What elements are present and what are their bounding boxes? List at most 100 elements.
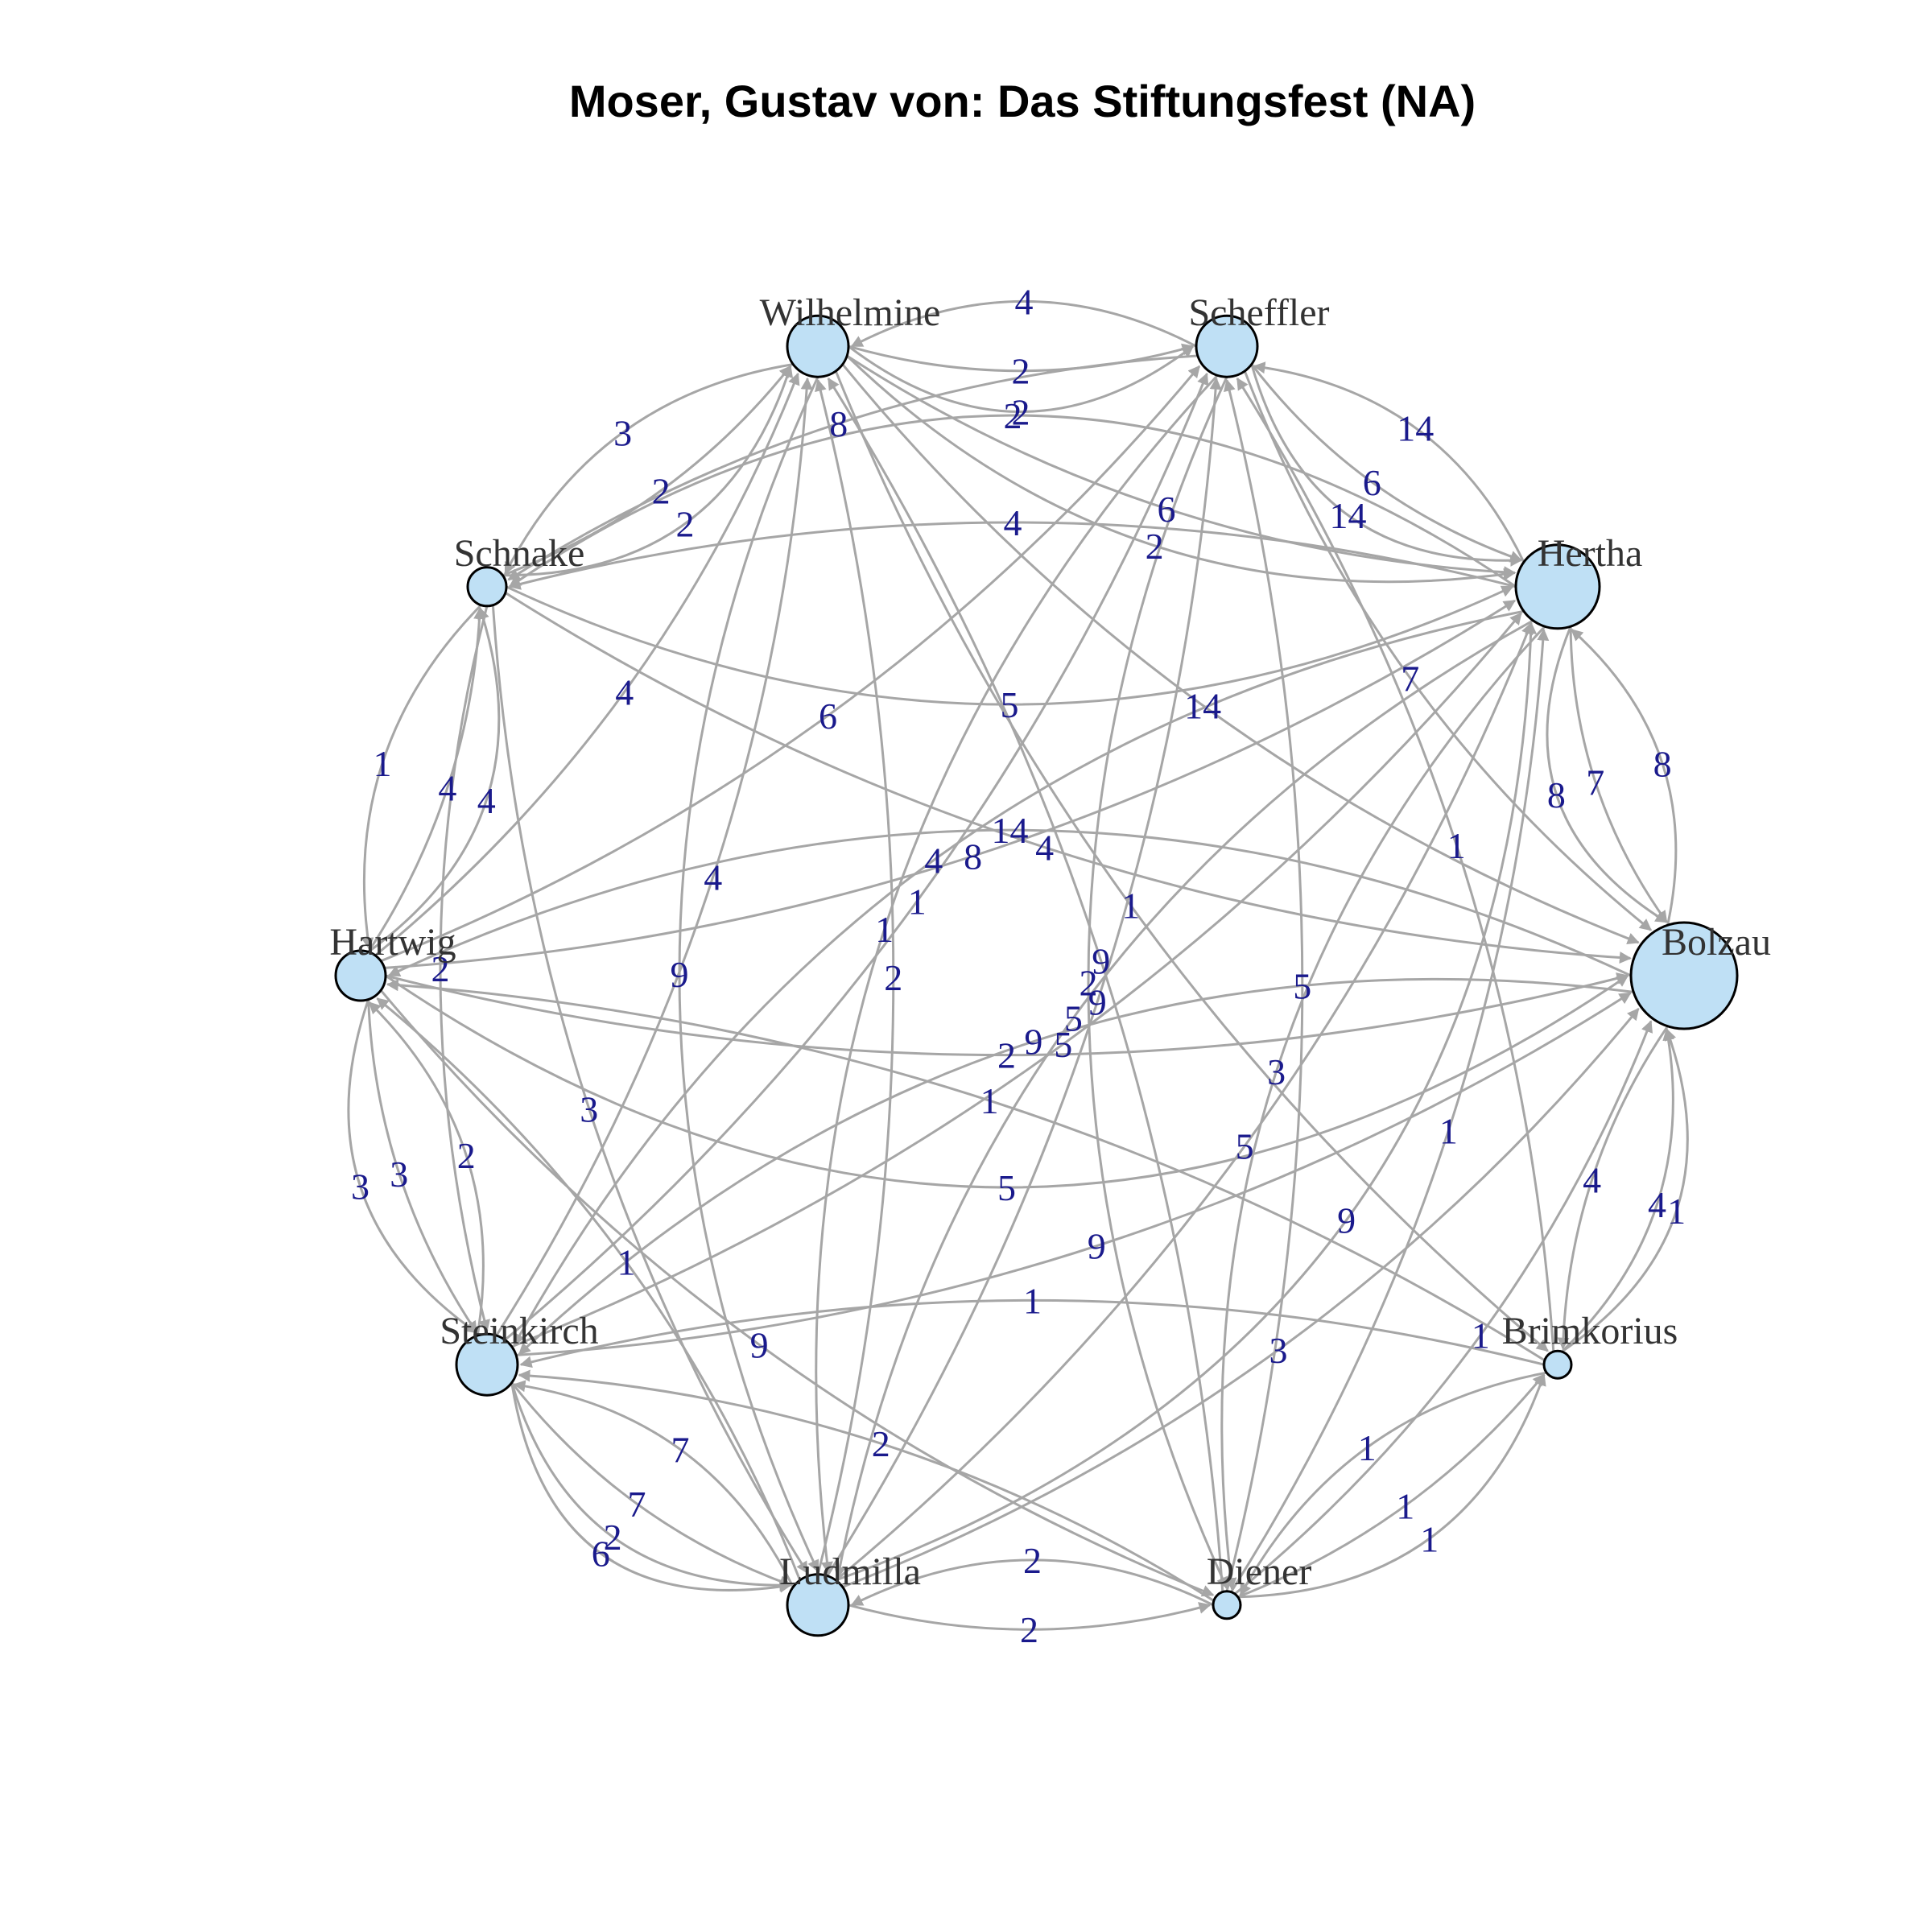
edge-weight-label: 2 xyxy=(676,504,695,545)
edge-weight-label: 5 xyxy=(1054,1024,1072,1065)
node-diener xyxy=(1212,1590,1242,1620)
edge-weight-label: 2 xyxy=(1080,963,1098,1004)
edge-weight-label: 9 xyxy=(1088,981,1107,1022)
edge-wilhelmine-to-ludmilla xyxy=(678,376,819,1573)
edge-weight-label: 2 xyxy=(1020,1609,1038,1650)
edge-weight-label: 3 xyxy=(351,1166,369,1208)
edge-weight-label: 4 xyxy=(1648,1184,1666,1225)
edge-weight-label: 9 xyxy=(750,1324,769,1365)
node-label-schnake: Schnake xyxy=(454,532,585,575)
edge-hartwig-to-schnake xyxy=(367,607,486,953)
node-label-ludmilla: Ludmilla xyxy=(779,1550,921,1593)
edge-scheffler-to-schnake xyxy=(507,354,1198,581)
edge-weight-label: 7 xyxy=(628,1484,646,1525)
edge-steinkirch-to-hertha xyxy=(511,612,1522,1348)
edge-hertha-to-bolzau xyxy=(1546,625,1668,923)
edge-hartwig-to-wilhelmine xyxy=(374,372,800,957)
edge-bolzau-to-hartwig xyxy=(387,828,1632,977)
edge-ludmilla-to-wilhelmine xyxy=(815,378,895,1575)
edge-scheffler-to-ludmilla xyxy=(815,374,1219,1575)
edge-scheffler-to-hertha xyxy=(1250,363,1523,563)
edge-weight-label: 2 xyxy=(1012,392,1030,433)
edge-weight-label: 14 xyxy=(1184,685,1221,726)
edge-weight-label: 8 xyxy=(829,403,848,444)
edge-weight-label: 3 xyxy=(580,1088,598,1129)
edge-hertha-to-schnake xyxy=(508,414,1517,588)
edge-weight-label: 9 xyxy=(1337,1200,1356,1241)
node-label-brimkorius: Brimkorius xyxy=(1502,1310,1678,1352)
edge-ludmilla-to-hartwig xyxy=(376,997,802,1581)
edge-hertha-to-bolzau xyxy=(1569,626,1668,923)
edge-hartwig-to-bolzau xyxy=(385,974,1629,1189)
edge-hartwig-to-bolzau xyxy=(385,972,1629,1057)
edge-brimkorius-to-hartwig xyxy=(386,979,1546,1362)
edge-wilhelmine-to-schnake xyxy=(504,363,794,575)
edge-weight-label: 14 xyxy=(1330,495,1367,536)
node-bolzau xyxy=(1629,921,1739,1030)
diagram-title: Moser, Gustav von: Das Stiftungsfest (NA… xyxy=(569,76,1476,126)
edge-weight-label: 2 xyxy=(604,1517,622,1558)
edge-ludmilla-to-hertha xyxy=(835,621,1538,1582)
edge-hartwig-to-steinkirch xyxy=(347,999,478,1334)
edge-weight-label: 4 xyxy=(1004,502,1022,543)
edge-weight-label: 2 xyxy=(431,948,450,989)
edge-weight-label: 5 xyxy=(1236,1126,1254,1167)
edge-wilhelmine-to-brimkorius xyxy=(834,370,1549,1352)
edge-weight-label: 3 xyxy=(613,412,632,453)
edge-weight-label: 1 xyxy=(875,909,894,950)
edge-weight-label: 1 xyxy=(374,743,392,784)
edge-ludmilla-to-steinkirch xyxy=(513,1380,795,1588)
edge-weight-label: 1 xyxy=(908,881,927,923)
node-label-hertha: Hertha xyxy=(1538,532,1643,575)
edge-weight-label: 5 xyxy=(1001,684,1019,725)
node-schnake xyxy=(466,566,508,608)
edge-weight-label: 2 xyxy=(457,1135,476,1176)
node-label-bolzau: Bolzau xyxy=(1662,921,1771,964)
edge-diener-to-scheffler xyxy=(1223,378,1304,1592)
edge-hartwig-to-diener xyxy=(379,989,1215,1597)
edge-hartwig-to-schnake xyxy=(367,607,501,953)
edge-steinkirch-to-ludmilla xyxy=(510,1382,792,1591)
edge-hertha-to-steinkirch xyxy=(513,609,1525,1346)
edge-weight-label: 6 xyxy=(1158,489,1176,530)
edge-weight-label: 4 xyxy=(477,780,496,821)
edge-weight-label: 1 xyxy=(980,1080,999,1121)
edge-weight-label: 2 xyxy=(884,957,902,998)
edge-weight-label: 1 xyxy=(1420,1518,1439,1559)
edge-weight-label: 5 xyxy=(1293,966,1311,1007)
edge-steinkirch-to-ludmilla xyxy=(510,1382,792,1593)
edge-brimkorius-to-bolzau xyxy=(1561,1028,1689,1353)
edge-weight-label: 2 xyxy=(872,1423,890,1464)
edge-wilhelmine-to-bolzau xyxy=(841,363,1640,944)
node-label-hartwig: Hartwig xyxy=(329,921,456,964)
edge-schnake-to-hartwig xyxy=(361,604,482,951)
edge-weight-label: 7 xyxy=(671,1429,690,1470)
edge-hertha-to-scheffler xyxy=(1253,361,1525,563)
edge-weight-label: 9 xyxy=(1024,1022,1042,1063)
edge-diener-to-steinkirch xyxy=(518,1369,1215,1602)
edge-steinkirch-to-scheffler xyxy=(504,372,1209,1341)
edge-hertha-to-ludmilla xyxy=(833,619,1534,1579)
edge-weight-label: 4 xyxy=(704,857,722,898)
edge-brimkorius-to-bolzau xyxy=(1561,1028,1675,1353)
node-wilhelmine xyxy=(786,314,850,378)
edge-weight-label: 9 xyxy=(671,954,689,995)
edge-steinkirch-to-wilhelmine xyxy=(495,377,813,1336)
edge-wilhelmine-to-hertha xyxy=(846,354,1517,579)
edge-weight-label: 2 xyxy=(652,471,671,512)
edge-weight-label: 3 xyxy=(390,1154,408,1195)
edge-weight-label: 4 xyxy=(438,767,456,808)
edge-schnake-to-ludmilla xyxy=(491,605,809,1575)
edge-weight-label: 9 xyxy=(1092,940,1110,981)
edge-weight-label: 1 xyxy=(1667,1191,1686,1232)
edge-weight-label: 7 xyxy=(1401,658,1419,699)
edge-weight-label: 6 xyxy=(819,696,837,737)
edge-weight-label: 2 xyxy=(1004,395,1022,436)
edge-steinkirch-to-ludmilla xyxy=(510,1381,792,1587)
node-label-scheffler: Scheffler xyxy=(1188,291,1329,334)
edge-hertha-to-diener xyxy=(1220,625,1546,1591)
edge-diener-to-wilhelmine xyxy=(827,377,1224,1592)
edge-weight-label: 4 xyxy=(924,840,943,881)
